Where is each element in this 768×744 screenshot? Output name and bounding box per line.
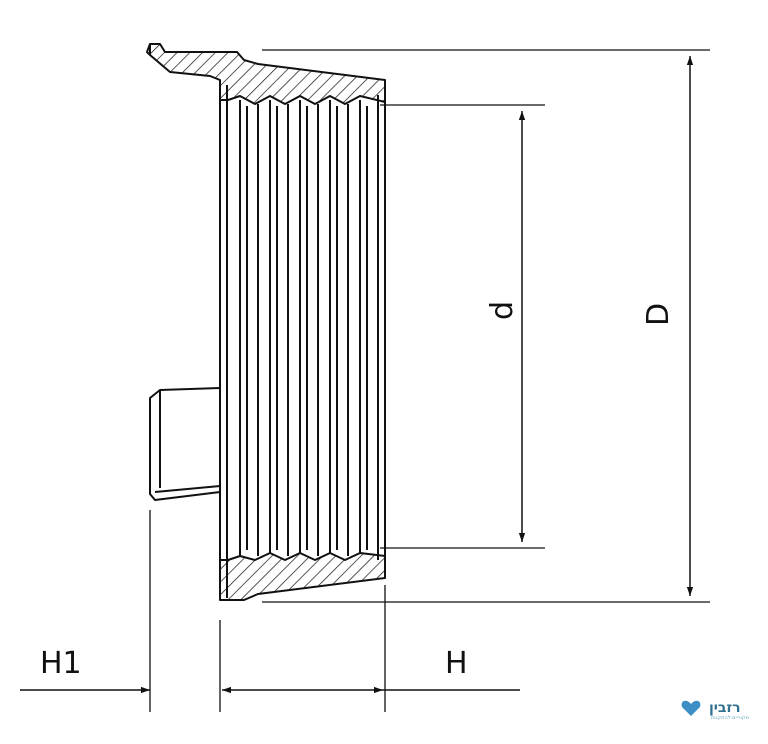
dimension-lines [20,56,694,694]
top-flange-section [149,43,386,105]
bottom-flange-section [219,552,386,601]
fitting-body [146,43,386,601]
label-H: H [445,646,468,681]
brand-logo: רזבין מקוריים להתקנות [681,700,749,721]
label-H1: H1 [40,646,82,681]
heart-icon [681,700,701,716]
logo-subtext: מקוריים להתקנות [711,715,749,721]
logo-text: רזבין [709,700,741,716]
inner-ribs [239,100,368,556]
label-d: d [485,301,520,320]
extension-lines [149,49,710,712]
label-D: D [641,303,676,326]
side-outlet [149,387,221,501]
